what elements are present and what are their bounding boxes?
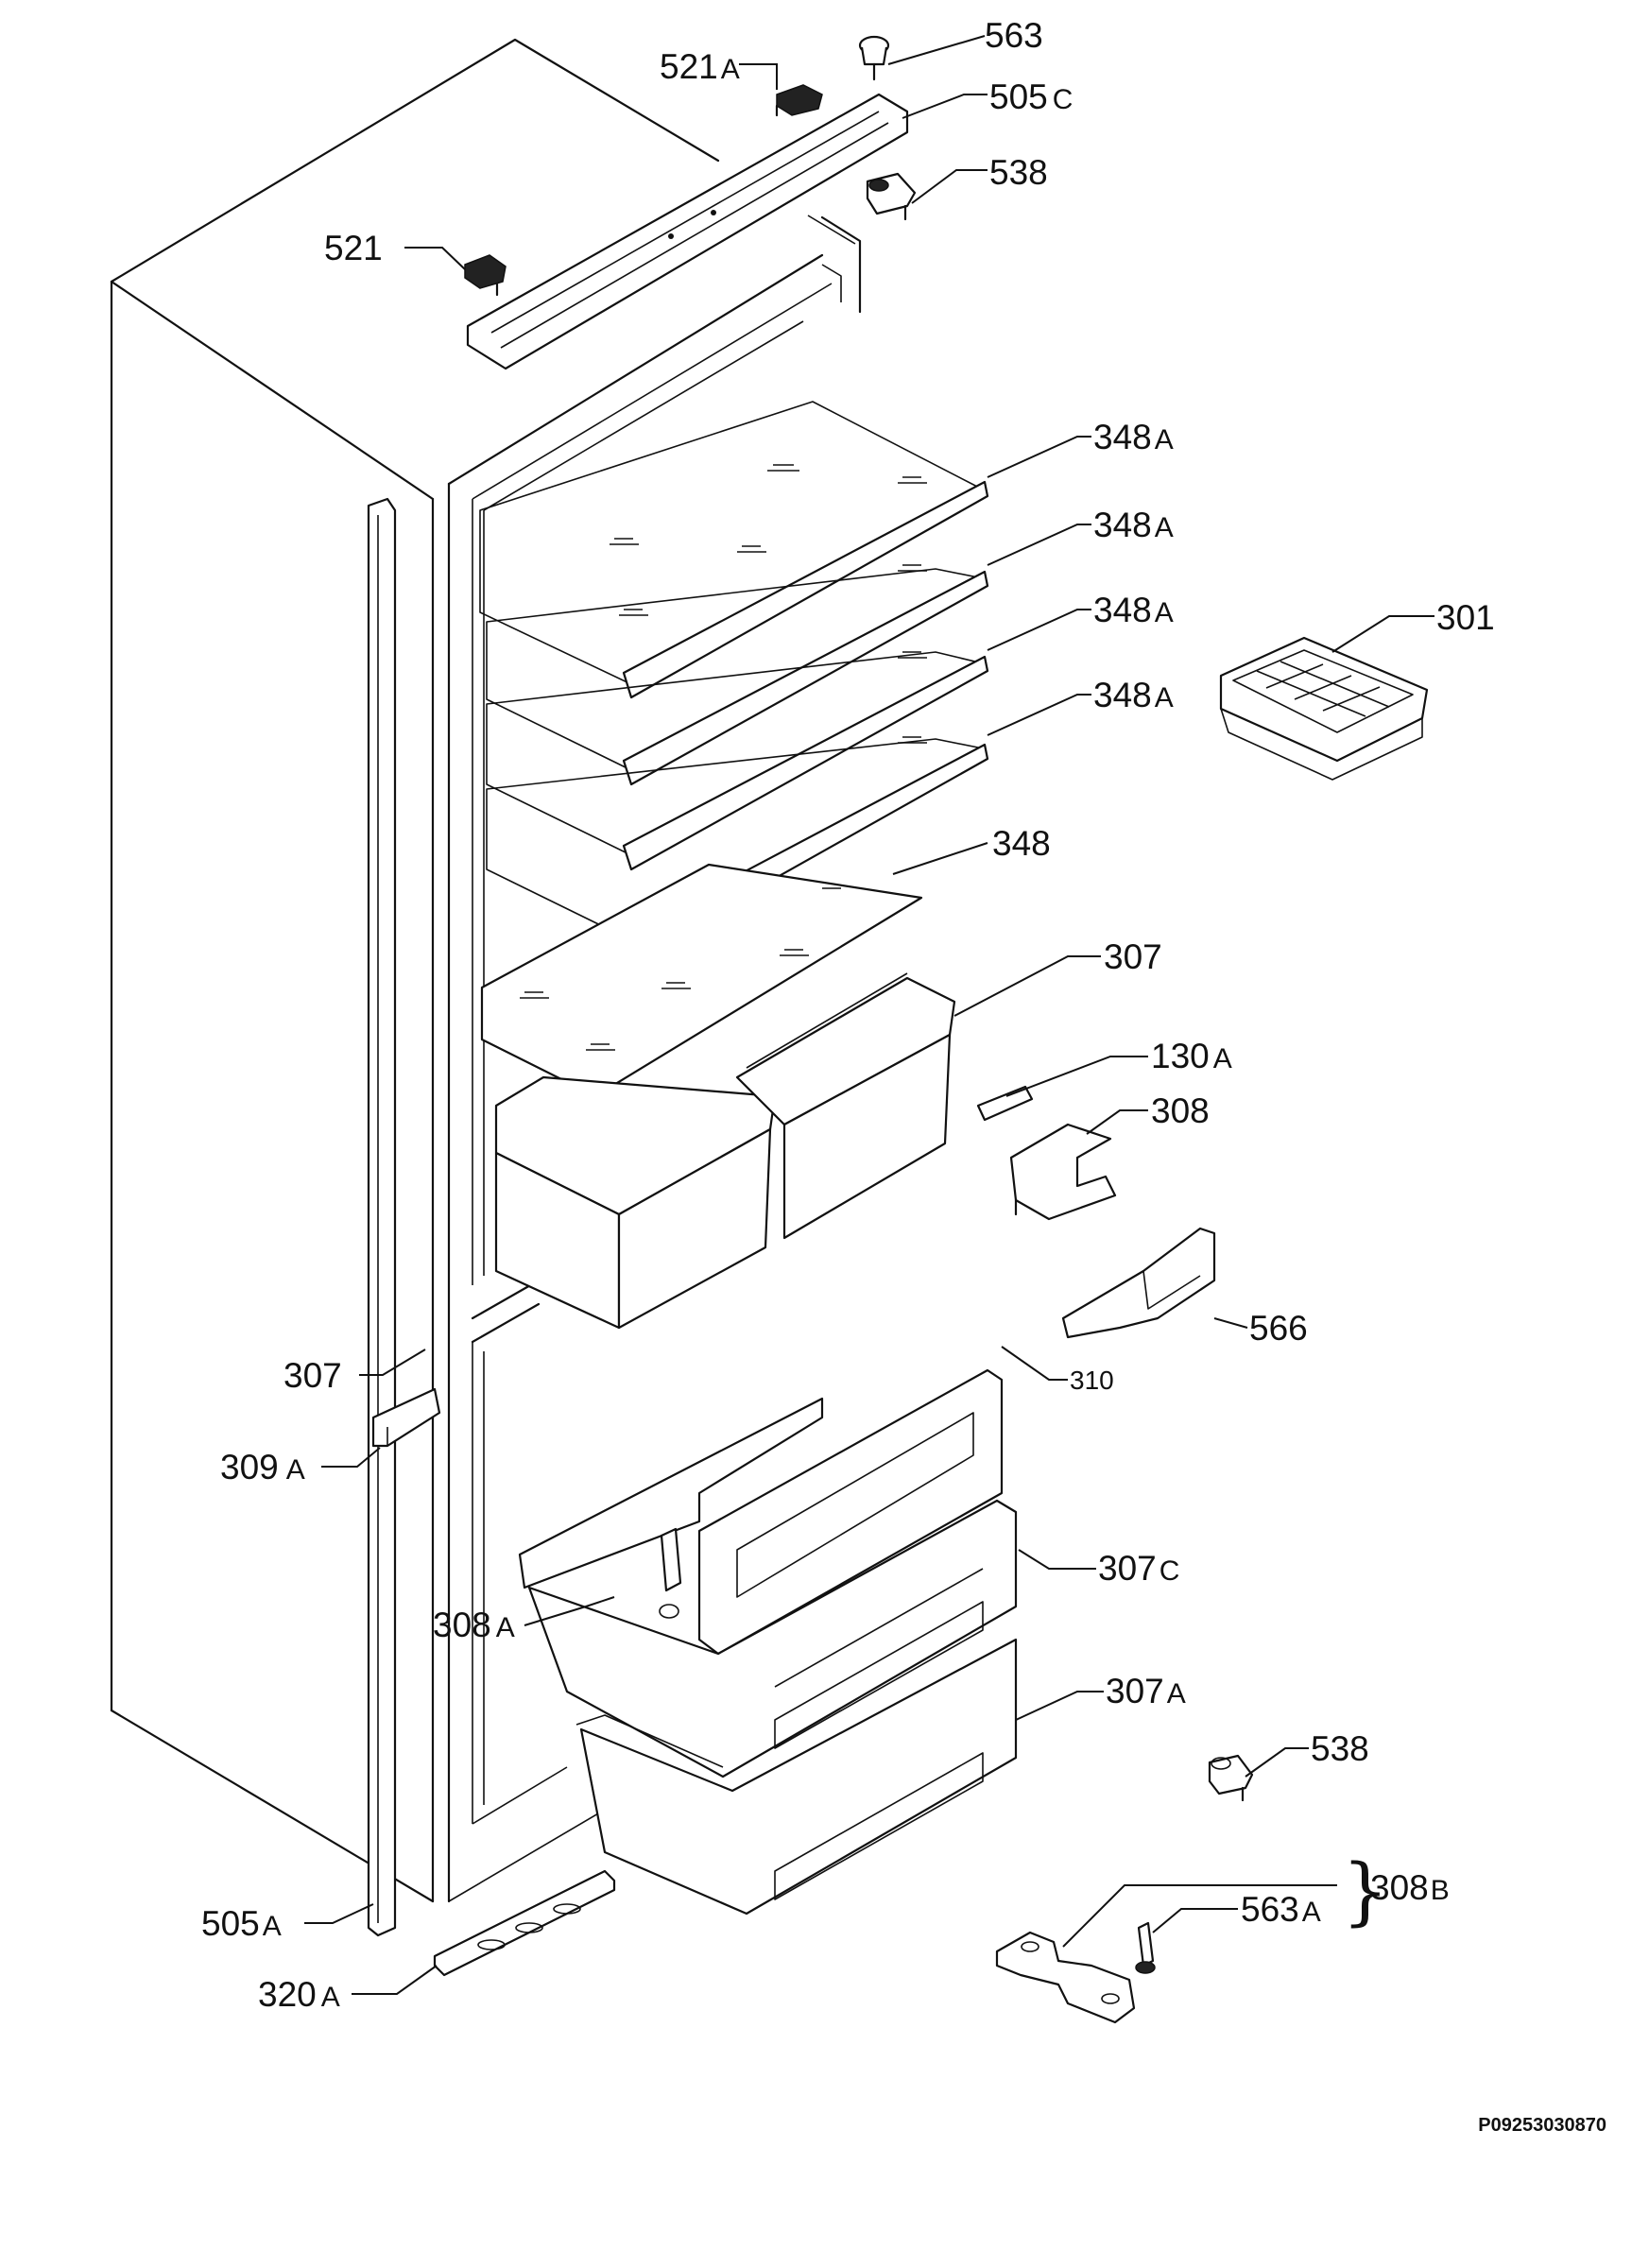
label-563: 563 bbox=[985, 16, 1043, 55]
drawer-307a bbox=[575, 1638, 1018, 1916]
part-566 bbox=[1061, 1227, 1216, 1339]
clip-130a bbox=[976, 1085, 1034, 1122]
bracket-308 bbox=[1009, 1123, 1117, 1221]
brace-308b: } bbox=[1342, 1849, 1389, 1934]
part-309a bbox=[371, 1387, 441, 1448]
top-bar-505c bbox=[466, 93, 909, 370]
label-308: 308 bbox=[1151, 1091, 1210, 1130]
label-310: 310 bbox=[1070, 1366, 1114, 1395]
document-id: P09253030870 bbox=[1478, 2115, 1606, 2136]
bottom-rail-320a bbox=[433, 1869, 616, 1977]
hinge-538-top bbox=[866, 172, 917, 221]
label-308b: 308B bbox=[1370, 1868, 1450, 1907]
hinge-308b bbox=[995, 1931, 1136, 2024]
glass-shelves bbox=[479, 401, 989, 1098]
hinge-538-bottom bbox=[1208, 1754, 1254, 1802]
screw-563a bbox=[1135, 1921, 1156, 1974]
freezer-flap-310 bbox=[697, 1368, 1004, 1656]
label-521: 521 bbox=[324, 229, 383, 267]
cap-521 bbox=[464, 254, 507, 297]
label-566: 566 bbox=[1249, 1309, 1308, 1348]
label-538-top: 538 bbox=[989, 153, 1048, 192]
label-301: 301 bbox=[1436, 598, 1495, 637]
door-strip-505a bbox=[367, 497, 397, 1937]
label-307: 307 bbox=[1104, 937, 1162, 976]
crisper-bins-307 bbox=[494, 972, 956, 1330]
drawer-307c bbox=[518, 1397, 1018, 1778]
ice-tray-301 bbox=[1219, 636, 1429, 781]
cap-521a bbox=[775, 84, 823, 117]
knob-563 bbox=[858, 35, 890, 81]
label-538-bottom: 538 bbox=[1311, 1729, 1369, 1768]
leader-lines bbox=[304, 35, 1434, 1995]
label-348: 348 bbox=[992, 824, 1051, 863]
label-307-left: 307 bbox=[283, 1356, 342, 1395]
